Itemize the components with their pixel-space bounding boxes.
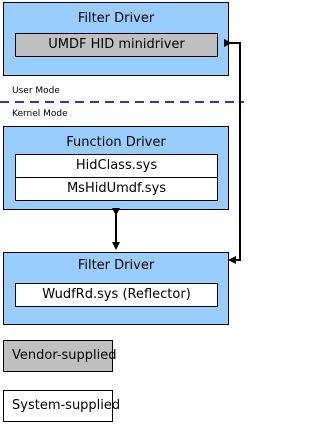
top-filter-driver-title: Filter Driver (77, 11, 155, 26)
legend-system-supplied: System-supplied (3, 390, 120, 422)
bottom-filter-driver-title: Filter Driver (77, 258, 155, 273)
mshidumdf-sys-box: MsHidUmdf.sys (15, 177, 218, 201)
bypass-connector-arrow (224, 39, 241, 264)
function-driver-panel: Function Driver HidClass.sys MsHidUmdf.s… (3, 126, 229, 210)
user-mode-label: User Mode (12, 86, 60, 96)
wudfrd-sys-box: WudfRd.sys (Reflector) (15, 283, 218, 307)
kernel-mode-label: Kernel Mode (12, 109, 68, 119)
umdf-hid-minidriver-box: UMDF HID minidriver (15, 33, 218, 57)
hidclass-sys-box: HidClass.sys (15, 154, 218, 178)
function-driver-title: Function Driver (66, 135, 166, 150)
legend-vendor-supplied: Vendor-supplied (3, 340, 117, 372)
top-filter-driver-panel: Filter Driver UMDF HID minidriver (3, 2, 229, 76)
bottom-filter-driver-panel: Filter Driver WudfRd.sys (Reflector) (3, 252, 229, 325)
